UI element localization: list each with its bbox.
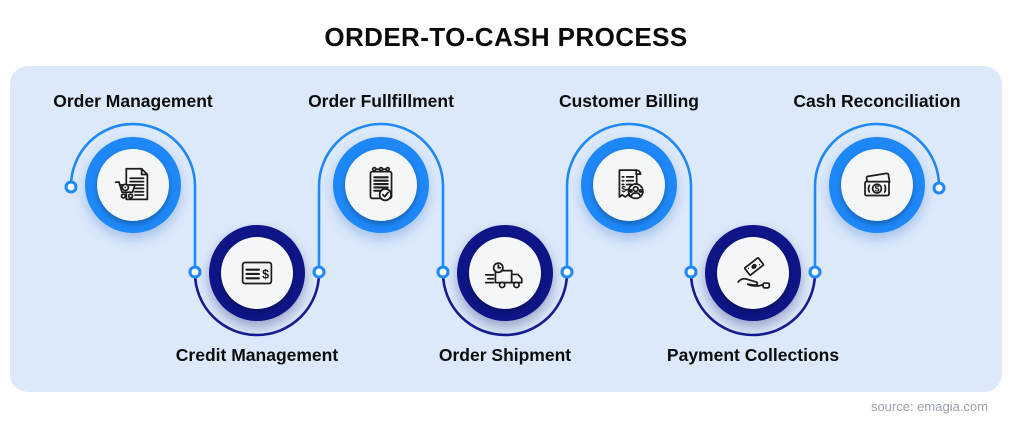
svg-text:$: $ — [875, 184, 880, 194]
step-label: Payment Collections — [666, 345, 840, 365]
step-label: Credit Management — [175, 345, 339, 365]
invoice-customer-icon: $ — [618, 169, 644, 200]
step-circle — [705, 225, 801, 321]
step-circle — [457, 225, 553, 321]
step-circle: $ — [209, 225, 305, 321]
step-label: Customer Billing — [558, 91, 699, 111]
cash-notes-icon: $ — [864, 172, 891, 197]
step-label: Order Management — [53, 91, 213, 111]
step-circle — [85, 137, 181, 233]
delivery-truck-icon — [484, 262, 523, 289]
credit-card-dollar-icon: $ — [241, 261, 273, 285]
connector-node-dots — [64, 180, 946, 279]
step-circle: $ — [581, 137, 677, 233]
page-title: ORDER-TO-CASH PROCESS — [324, 22, 688, 52]
source-attribution: source: emagia.com — [870, 399, 988, 414]
step-label: Order Shipment — [438, 345, 572, 365]
step-label: Order Fullfillment — [308, 91, 454, 111]
hand-money-icon — [737, 257, 771, 289]
order-document-cart-icon — [114, 167, 149, 201]
svg-text:$: $ — [262, 267, 269, 281]
step-label: Cash Reconciliation — [793, 91, 961, 111]
clipboard-check-icon — [369, 166, 393, 202]
step-circle: $ — [829, 137, 925, 233]
svg-text:$: $ — [621, 185, 626, 194]
step-circle — [333, 137, 429, 233]
